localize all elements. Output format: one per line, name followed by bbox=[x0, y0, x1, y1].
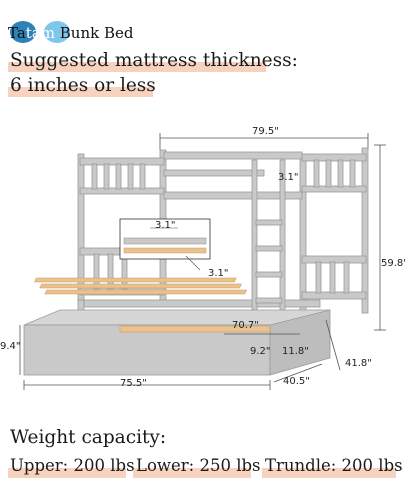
dim-trundle-height: 9.4" bbox=[0, 341, 21, 352]
brand-name: Tatam Bunk Bed bbox=[8, 20, 158, 46]
dim-rail-gap-lower: 3.1" bbox=[208, 268, 229, 279]
weight-lower: Lower: 250 lbs bbox=[136, 456, 261, 475]
dimension-height bbox=[374, 144, 386, 331]
logo-ring-icon bbox=[44, 21, 70, 43]
dim-height: 59.8" bbox=[381, 258, 406, 269]
mattress-thickness-line2: 6 inches or less bbox=[10, 75, 156, 96]
dim-rail-gap-inset: 3.1" bbox=[155, 220, 176, 231]
dim-bed-length: 70.7" bbox=[232, 320, 259, 331]
mattress-thickness-line1: Suggested mattress thickness: bbox=[10, 50, 298, 71]
weight-capacity-title: Weight capacity: bbox=[10, 427, 167, 448]
highlight-bar bbox=[8, 468, 126, 478]
brand-name-part: Bunk Bed bbox=[59, 24, 134, 42]
dim-trundle-width: 40.5" bbox=[283, 376, 310, 387]
highlight-bar bbox=[8, 62, 266, 72]
highlight-bar bbox=[8, 87, 153, 97]
brand-name-part: Ta bbox=[8, 24, 26, 42]
dim-rail-gap-top: 3.1" bbox=[278, 172, 299, 183]
bunk-bed-diagram bbox=[19, 133, 386, 390]
lower-slats bbox=[34, 277, 248, 295]
rail-gap-inset bbox=[119, 218, 211, 271]
dim-slat-width: 11.8" bbox=[282, 346, 309, 357]
weight-upper: Upper: 200 lbs bbox=[10, 456, 135, 475]
brand-logo: Tatam Bunk Bed bbox=[8, 20, 158, 46]
highlight-bar bbox=[133, 468, 251, 478]
dim-depth: 41.8" bbox=[345, 358, 372, 369]
logo-ring-icon bbox=[10, 21, 36, 43]
dim-top-width: 79.5" bbox=[252, 126, 279, 137]
brand-name-part: tam bbox=[25, 24, 55, 42]
dimension-top-width bbox=[159, 133, 369, 150]
trundle-drawer bbox=[23, 309, 331, 376]
dimension-trundle bbox=[19, 319, 341, 390]
highlight-bar bbox=[262, 468, 396, 478]
dim-trundle-length: 75.5" bbox=[120, 378, 147, 389]
dim-slat-gap: 9.2" bbox=[250, 346, 271, 357]
weight-trundle: Trundle: 200 lbs bbox=[265, 456, 403, 475]
